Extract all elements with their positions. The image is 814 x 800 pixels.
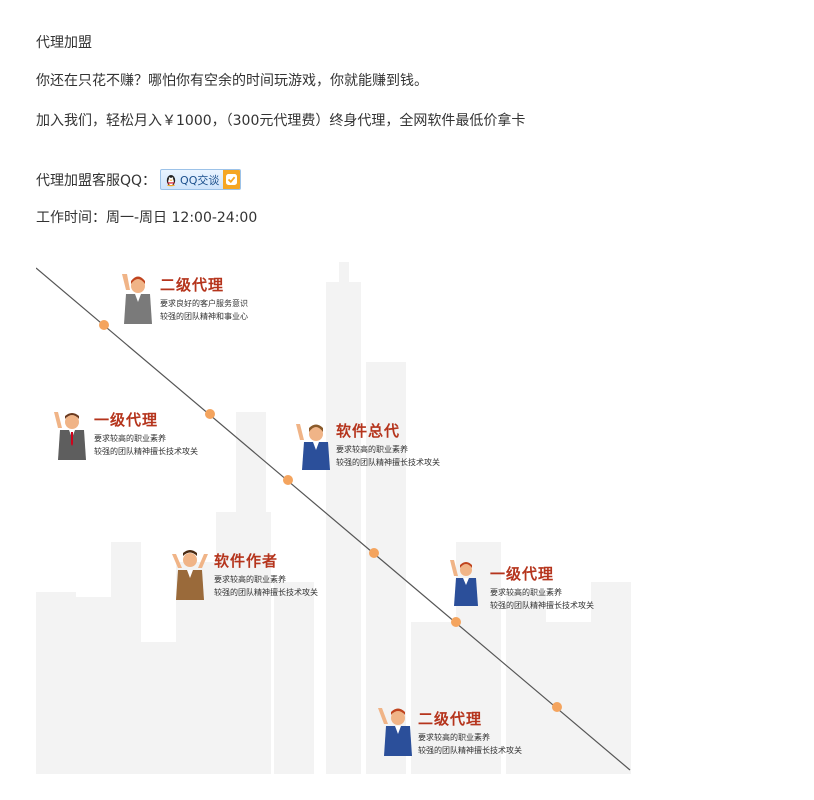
role-desc: 较强的团队精神和事业心 (160, 312, 248, 321)
qq-chat-button[interactable]: QQ交谈 (160, 169, 242, 190)
person-icon (296, 424, 330, 470)
role-title: 二级代理 (418, 710, 483, 728)
role-desc: 要求较高的职业素养 (336, 445, 408, 454)
role-desc: 较强的团队精神擅长技术攻关 (214, 588, 318, 597)
qq-contact-label: 代理加盟客服QQ： (36, 172, 157, 189)
qq-chat-label: QQ交谈 (180, 173, 220, 187)
check-icon (223, 170, 241, 189)
qq-penguin-icon (166, 174, 176, 186)
role-desc: 要求较高的职业素养 (214, 575, 286, 584)
agent-hierarchy-infographic: 二级代理 要求良好的客户服务意识 较强的团队精神和事业心 一级代理 要求较高的职… (36, 262, 636, 774)
role-title: 二级代理 (160, 276, 225, 294)
role-desc: 要求良好的客户服务意识 (160, 299, 248, 308)
qq-contact-row: 代理加盟客服QQ： QQ交谈 (36, 169, 242, 190)
work-hours: 工作时间：周一-周日 12:00-24:00 (36, 210, 258, 226)
infographic-background (36, 262, 631, 774)
person-icon (378, 708, 412, 756)
role-desc: 要求较高的职业素养 (94, 434, 166, 443)
person-icon (172, 550, 208, 600)
role-title: 软件作者 (214, 552, 279, 570)
role-desc: 要求较高的职业素养 (490, 588, 562, 597)
role-title: 一级代理 (490, 565, 555, 583)
role-desc: 要求较高的职业素养 (418, 733, 490, 742)
role-desc: 较强的团队精神擅长技术攻关 (490, 601, 594, 610)
person-icon (450, 560, 478, 606)
role-desc: 较强的团队精神擅长技术攻关 (94, 447, 198, 456)
person-icon (122, 274, 152, 324)
role-title: 软件总代 (336, 422, 401, 440)
offer-text: 加入我们，轻松月入￥1000，（300元代理费）终身代理，全网软件最低价拿卡 (36, 113, 526, 129)
role-desc: 较强的团队精神擅长技术攻关 (418, 746, 522, 755)
intro-text: 你还在只花不赚？哪怕你有空余的时间玩游戏，你就能赚到钱。 (36, 73, 428, 89)
page-heading: 代理加盟 (36, 35, 92, 51)
role-title: 一级代理 (94, 411, 159, 429)
person-icon (54, 412, 86, 460)
role-desc: 较强的团队精神擅长技术攻关 (336, 458, 440, 467)
